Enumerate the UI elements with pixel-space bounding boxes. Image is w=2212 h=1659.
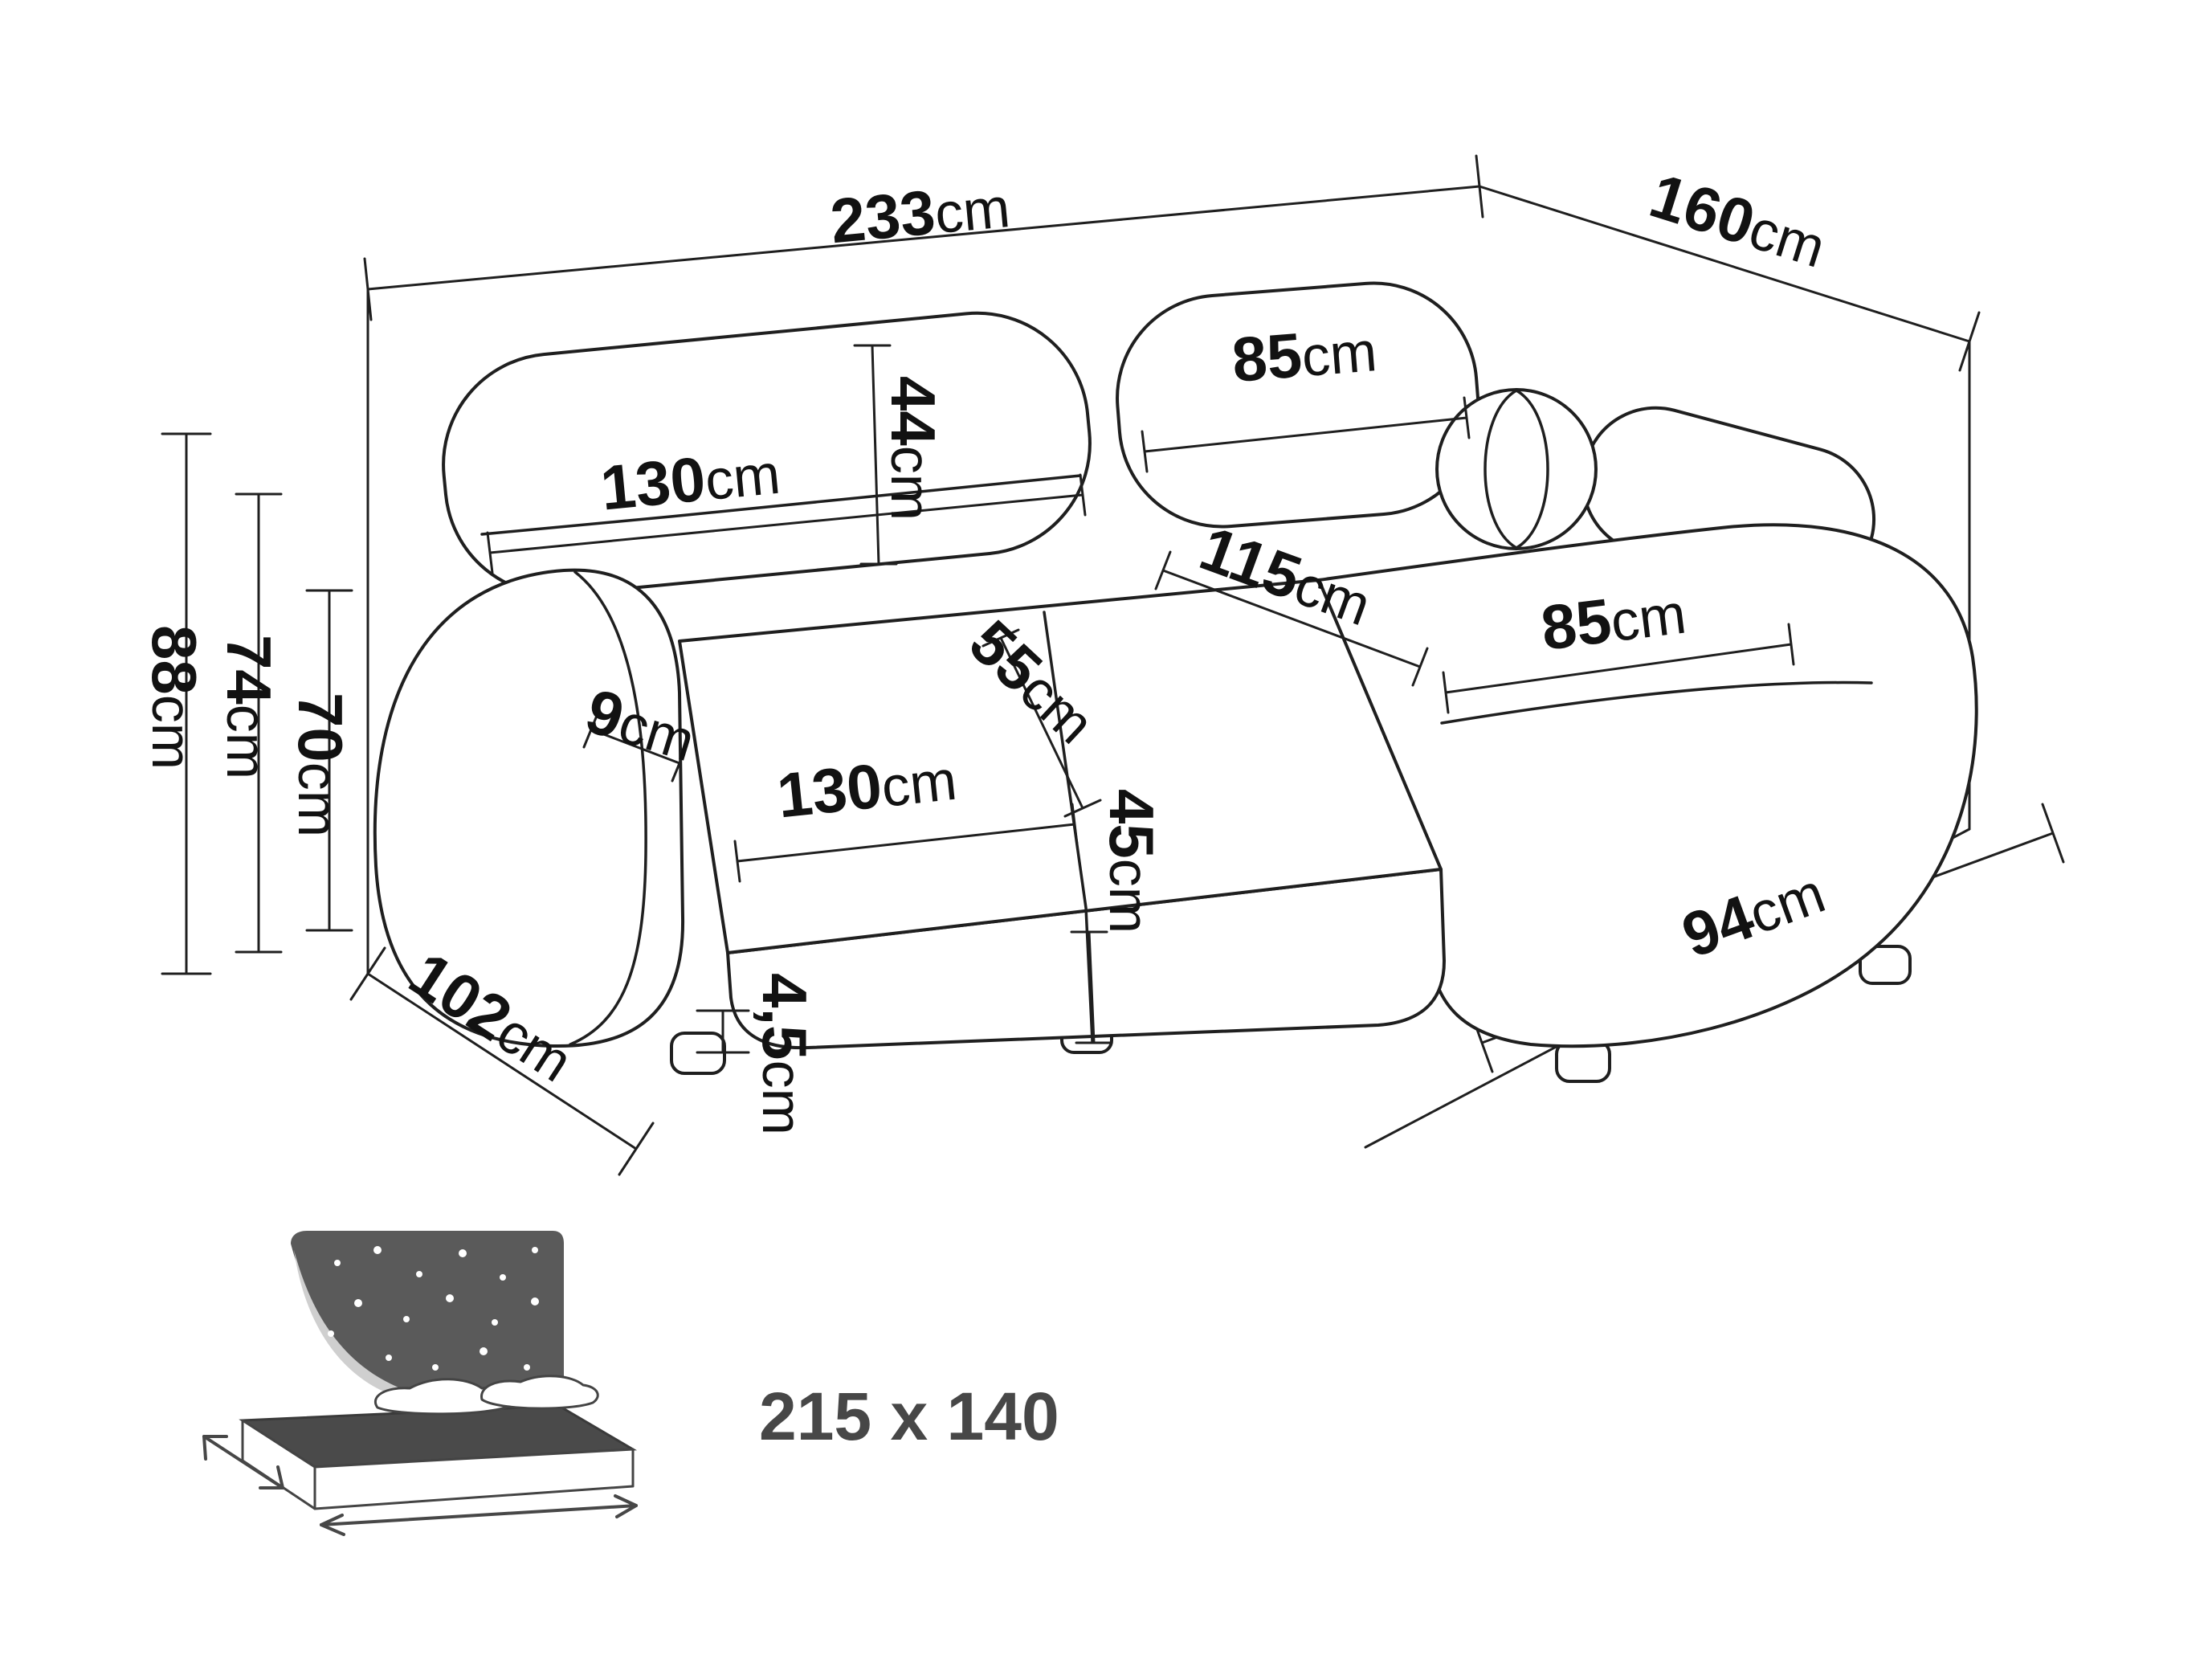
dim-total-height: 88cm [139, 625, 210, 770]
chaise-seat-seam [1440, 680, 1873, 725]
ball-pillow-seam-left [1484, 389, 1518, 550]
dim-armrest-height: 70cm [285, 693, 356, 837]
bed-width-arrow [320, 1494, 638, 1536]
sofa-body [373, 281, 1978, 1050]
bed-stars [328, 1246, 539, 1371]
wall-depth-edge [1478, 185, 1971, 343]
chaise-body [1317, 523, 1978, 1048]
dim-seat-width: 130cm [773, 742, 959, 832]
dim-seat-height: 45cm [1096, 789, 1167, 934]
dim-line-55 [982, 628, 1102, 818]
left-armrest [373, 568, 685, 1048]
dim-line-115 [1154, 550, 1429, 687]
right-backrest-cushion [1116, 281, 1480, 529]
ball-pillow-seam-right [1515, 389, 1549, 550]
sofa-leg-chaise-right [1859, 945, 1912, 985]
internal-dimension-lines [486, 344, 1795, 1054]
seat-front-face [726, 868, 1446, 1050]
left-backrest-seam [480, 474, 1082, 536]
sleeping-area-size: 215 x 140 [759, 1379, 1059, 1454]
dim-line-130-backrest [486, 473, 1087, 574]
dim-line-4-5 [696, 1009, 750, 1054]
bed-depth-arrow [202, 1435, 284, 1489]
dim-backrest-height: 44cm [878, 376, 949, 521]
dim-line-44 [853, 344, 898, 566]
dim-line-102 [349, 946, 655, 1176]
dim-chaise-seat-width: 85cm [1537, 576, 1689, 664]
dim-total-depth: 160cm [1642, 160, 1834, 281]
dim-line-70 [305, 589, 353, 932]
dim-line-45 [1070, 930, 1113, 1044]
sofa-bed-sleeping-area-icon: 215 x 140 [202, 1231, 1059, 1536]
ball-pillow [1435, 388, 1598, 550]
dim-backrest-width: 130cm [598, 436, 783, 524]
dim-line-85-backrest [1141, 396, 1471, 473]
dim-line-130-seat [733, 803, 1079, 883]
dim-leg-height: 4,5cm [749, 973, 820, 1135]
seat-deck [678, 578, 1443, 954]
seat-center-seam [1043, 611, 1094, 1043]
wall-top-edge [366, 185, 1481, 291]
room-guide-lines [363, 154, 1981, 1149]
bed-mattress-front-face [313, 1448, 635, 1510]
dim-backrest-top-height: 74cm [214, 635, 284, 779]
bed-headboard [291, 1231, 564, 1402]
left-backrest-cushion [442, 311, 1092, 597]
dim-line-9 [582, 710, 688, 783]
dim-line-74 [235, 492, 283, 954]
left-armrest-inner-contour [569, 570, 647, 1046]
bed-pillow-right [480, 1375, 599, 1410]
dim-total-width: 233cm [827, 170, 1013, 256]
dim-line-88 [161, 432, 212, 975]
dim-line-85-chaise [1442, 623, 1795, 714]
dim-right-backrest-width: 85cm [1230, 313, 1379, 395]
